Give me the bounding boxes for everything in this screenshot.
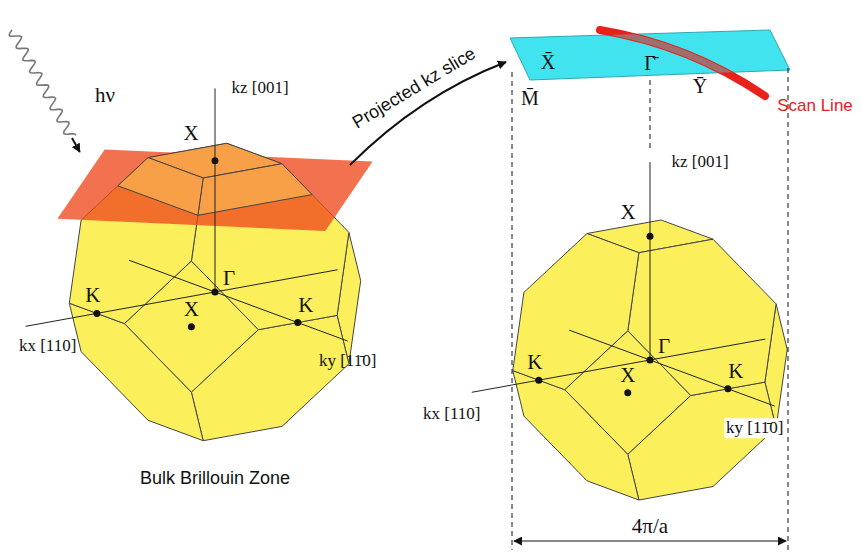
symmetry-point [294,319,301,326]
symmetry-point [724,385,731,392]
point-label: K [728,359,743,383]
figure-caption: Bulk Brillouin Zone [140,468,290,489]
zone-face [513,234,639,390]
symmetry-point [647,233,654,240]
axis-label: kz [001] [671,152,728,172]
zone-face [69,303,203,441]
symmetry-point [212,289,219,296]
point-label: Γ [223,266,235,290]
k-axis [129,260,347,341]
symmetry-point [647,357,654,364]
photon-wave [9,30,76,135]
point-label: X [620,200,635,224]
point-label: Γ [658,334,670,358]
photon-energy: hν [95,83,115,107]
zone-face [118,158,203,216]
bulk-zone [26,88,373,440]
zone-face [191,315,349,440]
axis-label: ky [11̄0] [724,418,785,438]
projection-lines [512,68,788,550]
surface-point-label: Γ̄ [644,52,656,75]
axis-label: kz [001] [231,79,288,99]
axis-label: kx [110] [19,337,76,357]
k-axis [26,270,338,327]
symmetry-point [93,310,100,317]
point-label: X [620,363,635,387]
brillouin-zones [26,88,788,500]
surface-point-label: Ȳ [693,75,707,98]
surface-point-label: X̄ [541,51,555,74]
dimension-arrow [514,540,786,541]
symmetry-point [188,323,195,330]
zone-face [628,382,776,500]
point-label: X [183,121,198,145]
scan-band [600,30,765,96]
point-label: X [184,297,199,321]
axis-label: ky [11̄0] [319,351,376,371]
k-axis [569,330,775,406]
point-label: K [85,283,100,307]
point-label: K [298,293,313,317]
k-axis [215,88,216,292]
surface-point-label: M̄ [521,87,539,110]
k-axis [650,162,651,360]
symmetry-point [624,389,631,396]
photon-wave [9,30,80,152]
scan-line [600,30,765,96]
point-label: K [527,350,542,374]
arrow-label: Projected kz slice [349,43,480,133]
photon-arrow [72,138,80,152]
zone-face [513,371,639,500]
symmetry-point [212,157,219,164]
scan-line-label: Scan Line [777,96,853,116]
bulk-zone [472,162,787,500]
k-axis [472,339,766,392]
symmetry-point [535,377,542,384]
axis-label: kx [110] [423,405,480,425]
dimension-label: 4π/a [632,514,668,538]
